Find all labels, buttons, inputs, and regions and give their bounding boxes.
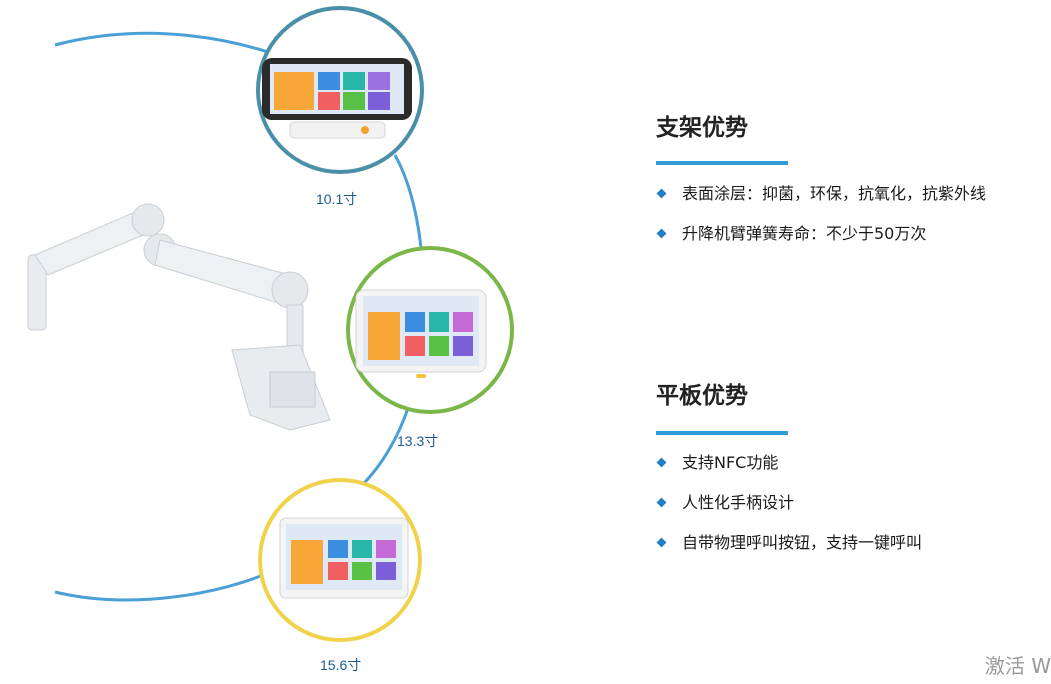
- list-item-text: 人性化手柄设计: [682, 493, 795, 512]
- list-item: 升降机臂弹簧寿命：不少于50万次: [656, 222, 986, 262]
- stand-section-title: 支架优势: [656, 115, 748, 141]
- size-label-small: 10.1寸: [316, 191, 358, 207]
- list-item-text: 自带物理呼叫按钮，支持一键呼叫: [682, 533, 923, 552]
- list-item: 人性化手柄设计: [656, 491, 922, 531]
- list-item-text: 支持NFC功能: [682, 453, 779, 472]
- tablet-circle-small: [256, 6, 424, 174]
- size-label-large: 15.6寸: [320, 657, 362, 673]
- connector-curve-top: [54, 31, 291, 62]
- size-label-medium: 13.3寸: [397, 433, 439, 449]
- medical-arm-image: [27, 203, 331, 431]
- list-item: 支持NFC功能: [656, 451, 922, 491]
- list-item-text: 升降机臂弹簧寿命：不少于50万次: [682, 224, 927, 243]
- bullet-diamond-icon: [656, 457, 667, 468]
- activation-watermark: 激活 W: [984, 654, 1051, 678]
- stand-advantages-list: 表面涂层：抑菌，环保，抗氧化，抗紫外线 升降机臂弹簧寿命：不少于50万次: [656, 182, 986, 262]
- list-item: 表面涂层：抑菌，环保，抗氧化，抗紫外线: [656, 182, 986, 222]
- bullet-diamond-icon: [656, 497, 667, 508]
- list-item: 自带物理呼叫按钮，支持一键呼叫: [656, 531, 922, 571]
- bullet-diamond-icon: [656, 188, 667, 199]
- bullet-diamond-icon: [656, 228, 667, 239]
- connector-curve-bottom: [54, 568, 276, 602]
- tablet-advantages-list: 支持NFC功能 人性化手柄设计 自带物理呼叫按钮，支持一键呼叫: [656, 451, 922, 571]
- tablet-circle-medium: [346, 246, 514, 414]
- list-item-text: 表面涂层：抑菌，环保，抗氧化，抗紫外线: [682, 184, 987, 203]
- tablet-title-bar: [656, 431, 788, 435]
- tablet-circle-large: [258, 478, 422, 642]
- bullet-diamond-icon: [656, 537, 667, 548]
- tablet-section-title: 平板优势: [656, 383, 748, 409]
- stand-title-bar: [656, 161, 788, 165]
